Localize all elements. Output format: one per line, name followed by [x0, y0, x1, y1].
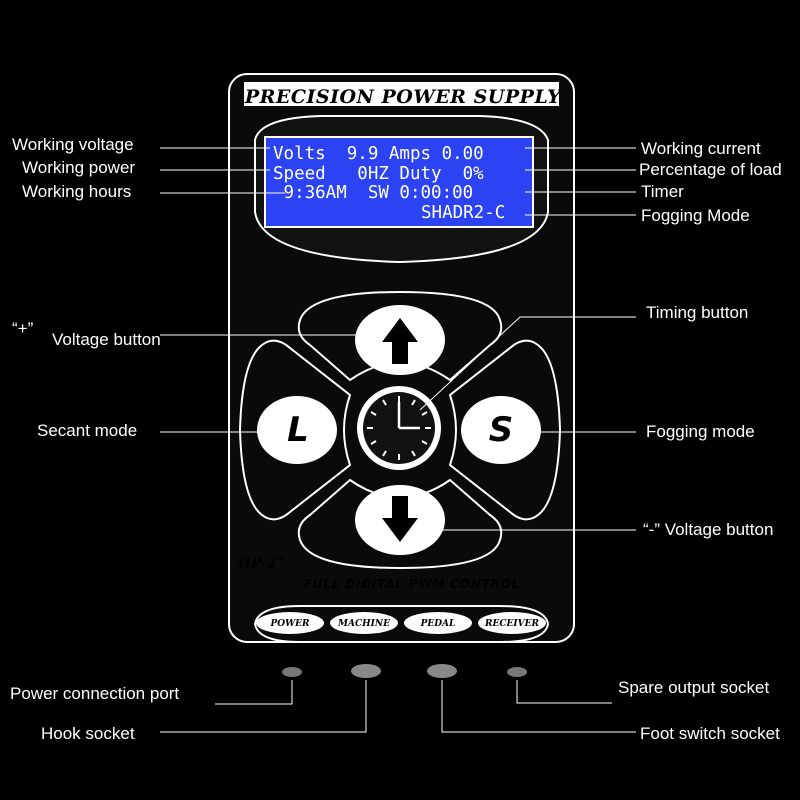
pill-pedal-label: PEDAL	[420, 619, 456, 629]
foot-switch-socket	[427, 664, 457, 678]
label-spare-output-socket: Spare output socket	[618, 678, 770, 697]
model-sup: +	[276, 551, 287, 565]
fogging-mode-glyph: S	[488, 410, 514, 450]
label-working-voltage: Working voltage	[12, 135, 134, 154]
label-fogging-mode: Fogging mode	[646, 422, 755, 441]
pill-power-label: POWER	[270, 619, 310, 629]
leader-lines	[160, 147, 636, 733]
secant-mode-button[interactable]	[257, 396, 337, 464]
fogging-mode-button[interactable]	[461, 396, 541, 464]
lcd-line-3: 9:36AM SW 0:00:00	[273, 183, 474, 203]
label-foot-switch-socket: Foot switch socket	[640, 724, 780, 743]
label-timer: Timer	[641, 182, 684, 201]
panel-title: PRECISION POWER SUPPLY	[244, 86, 562, 108]
label-working-current: Working current	[641, 139, 761, 158]
panel-subtitle: FULL DIGITAL PWM CONTROL	[303, 577, 521, 591]
spare-output-socket	[507, 667, 527, 677]
label-plus-quote: “+”	[12, 319, 34, 338]
pill-receiver-label: RECEIVER	[485, 619, 539, 629]
label-voltage-button: Voltage button	[52, 330, 161, 349]
connector-pill-band	[253, 605, 550, 643]
model-name: HP-2+	[238, 551, 286, 572]
pill-receiver	[478, 612, 546, 634]
leader-hook	[160, 680, 367, 733]
label-fogging-mode-lcd: Fogging Mode	[641, 206, 750, 225]
label-minus-voltage-button: “-” Voltage button	[643, 520, 774, 539]
secant-mode-glyph: L	[287, 410, 309, 450]
pill-power	[256, 612, 324, 634]
label-timing-button: Timing button	[646, 303, 749, 322]
label-working-hours: Working hours	[22, 182, 132, 201]
lcd-line-2: Speed 0HZ Duty 0%	[273, 164, 484, 184]
model-text: HP-2	[238, 555, 277, 572]
leader-spare	[516, 680, 612, 704]
leader-power-port	[215, 680, 293, 705]
label-hook-socket: Hook socket	[41, 724, 135, 743]
leader-foot	[441, 680, 636, 733]
lcd-screen	[264, 136, 534, 228]
label-secant-mode: Secant mode	[37, 421, 138, 440]
label-power-connection-port: Power connection port	[10, 684, 180, 703]
hook-socket	[351, 664, 381, 678]
arrow-up-icon	[382, 318, 418, 364]
pill-machine-label: MACHINE	[338, 619, 390, 629]
clock-icon	[367, 396, 431, 460]
arrow-down-icon	[382, 496, 418, 542]
leader-timing	[419, 316, 636, 411]
power-connection-port	[282, 667, 302, 677]
label-working-power: Working power	[22, 158, 136, 177]
header-band	[244, 82, 559, 106]
lcd-line-4: SHADR2-C	[421, 203, 506, 223]
label-percentage-load: Percentage of load	[639, 160, 782, 179]
pill-machine	[330, 612, 398, 634]
pill-pedal	[404, 612, 472, 634]
lcd-line-1: Volts 9.9 Amps 0.00	[273, 144, 484, 164]
